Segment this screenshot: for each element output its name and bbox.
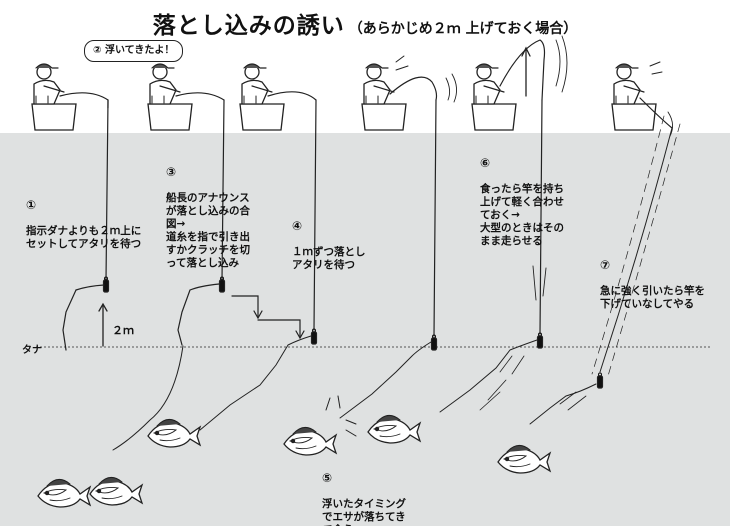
scene-3	[147, 63, 318, 448]
water-area	[0, 133, 730, 526]
title-subtitle: （あらかじめ２ｍ 上げておく場合）	[348, 21, 578, 37]
angler-3	[239, 63, 285, 131]
step-5-text: 浮いたタイミング でエサが落ちてき て食う＝ エサが魚に届いた	[322, 498, 406, 526]
angler-2	[147, 63, 193, 131]
angler-5	[471, 63, 517, 131]
bubble-text: 浮いてきたよ！	[104, 45, 175, 56]
step-1: ① 指示ダナよりも２ｍ上に セットしてアタリを待つ	[26, 185, 141, 251]
step-4-text: １ｍずつ落とし アタリを待つ	[292, 246, 366, 271]
distance-label: ２ｍ	[112, 324, 134, 337]
angler-6	[611, 63, 657, 131]
step-1-number: ①	[26, 198, 37, 212]
step-6: ⑥ 食ったら竿を持ち 上げて軽く合わせ ておく→ 大型のときはその まま走らせる	[480, 143, 564, 248]
step-7-text: 急に強く引いたら竿を 下げていなしてやる	[600, 285, 705, 310]
bubble-number: ②	[93, 45, 102, 56]
scene-2	[37, 63, 305, 508]
step-6-number: ⑥	[480, 156, 491, 170]
title-main: 落とし込みの誘い	[152, 13, 345, 39]
step-7-number: ⑦	[600, 258, 611, 272]
angler-1	[31, 63, 77, 131]
step-5: ⑤ 浮いたタイミング でエサが落ちてき て食う＝ エサが魚に届いた	[322, 458, 406, 526]
step-1-text: 指示ダナよりも２ｍ上に セットしてアタリを待つ	[26, 225, 142, 250]
scene-6	[529, 61, 681, 425]
angler-4	[361, 63, 407, 131]
step-3-text: 船長のアナウンス が落とし込みの合 図→ 道糸を指で引き出 すかクラッチを切 っ…	[166, 192, 250, 269]
step-7: ⑦ 急に強く引いたら竿を 下げていなしてやる	[600, 245, 705, 311]
tana-label: タナ	[22, 345, 42, 356]
scene-1	[31, 63, 110, 351]
step-3: ③ 船長のアナウンス が落とし込みの合 図→ 道糸を指で引き出 すかクラッチを切…	[166, 152, 250, 270]
step-5-number: ⑤	[322, 471, 333, 485]
scene-4	[283, 55, 457, 456]
step-6-text: 食ったら竿を持ち 上げて軽く合わせ ておく→ 大型のときはその まま走らせる	[480, 183, 564, 247]
step-3-number: ③	[166, 165, 177, 179]
speech-bubble: ② 浮いてきたよ！	[84, 40, 184, 62]
diagram-title: 落とし込みの誘い（あらかじめ２ｍ 上げておく場合）	[0, 6, 730, 40]
step-4-number: ④	[292, 219, 303, 233]
scene-5	[439, 35, 568, 474]
step-4: ④ １ｍずつ落とし アタリを待つ	[292, 206, 366, 272]
